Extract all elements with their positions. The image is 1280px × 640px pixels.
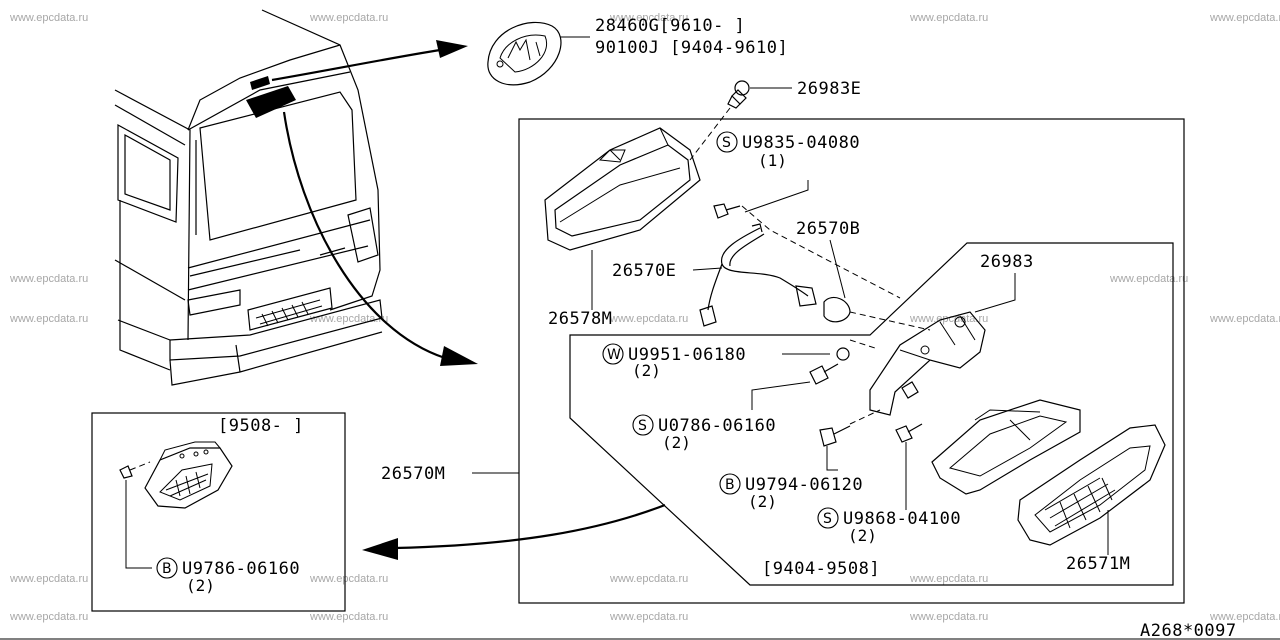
part-label-26571M: 26571M (1066, 554, 1130, 574)
leader (826, 446, 838, 471)
assembly-line (849, 311, 931, 331)
main-assembly-frame (518, 118, 1185, 604)
badge-letter: S (823, 511, 832, 527)
badge-letter: S (638, 418, 647, 434)
range-label-main: [9404-9508] (762, 559, 880, 579)
assembly-line (849, 339, 876, 349)
qty-U9951: (2) (632, 361, 661, 380)
nut-9794 (819, 425, 851, 447)
part-label-U9951: U9951-06180 (628, 345, 746, 365)
part-label-26570E: 26570E (612, 261, 676, 281)
part-label-26983E: 26983E (797, 79, 861, 99)
part-label-26570B: 26570B (796, 219, 860, 239)
part-label-26578M: 26578M (548, 309, 612, 329)
watermark: www.epcdata.ru (1109, 273, 1188, 285)
lamp-housing-26578M (544, 127, 701, 251)
watermark: www.epcdata.ru (9, 12, 88, 24)
harness-26570E (699, 223, 817, 327)
arrow-to-stop-lamp (282, 111, 446, 360)
badge-s-0786 (632, 414, 654, 436)
qty-U9868: (2) (848, 526, 877, 545)
badge-w-9951 (602, 343, 624, 365)
watermark: www.epcdata.ru (1209, 611, 1280, 623)
roof-lamp-marker (250, 76, 270, 90)
arrowhead (436, 40, 468, 58)
part-label-U9786: U9786-06160 (182, 559, 300, 579)
badge-b-9786 (156, 557, 178, 579)
arrow-to-inset (394, 503, 666, 550)
lens-26571M (1017, 424, 1166, 546)
watermark: www.epcdata.ru (609, 313, 688, 325)
screw-0786 (809, 363, 839, 385)
watermark: www.epcdata.ru (909, 573, 988, 585)
part-label-28460G: 28460G[9610- ] (595, 16, 745, 36)
assembly-line (741, 205, 901, 299)
watermark: www.epcdata.ru (9, 573, 88, 585)
arrowhead (440, 346, 478, 366)
qty-U9786: (2) (186, 576, 215, 595)
leader (744, 180, 809, 213)
watermark: www.epcdata.ru (609, 573, 688, 585)
badge-letter: S (722, 135, 731, 151)
gasket-lamp (931, 399, 1081, 495)
bulb-26570B (823, 297, 851, 323)
part-label-U9794: U9794-06120 (745, 475, 863, 495)
part-label-U9835: U9835-04080 (742, 133, 860, 153)
leader (974, 273, 1016, 313)
badge-letter: B (162, 561, 172, 577)
watermark: www.epcdata.ru (9, 313, 88, 325)
assembly-line (849, 409, 881, 425)
leader (692, 267, 723, 271)
arrow-to-roof-lamp (271, 48, 441, 82)
roof-lamp (487, 21, 562, 86)
badge-letter: W (607, 347, 621, 363)
part-label-U0786: U0786-06160 (658, 416, 776, 436)
stop-lamp-marker (246, 86, 296, 118)
socket-26983 (869, 311, 986, 416)
leader (829, 239, 846, 299)
assembly-line (689, 107, 731, 161)
watermark: www.epcdata.ru (9, 611, 88, 623)
watermark: www.epcdata.ru (9, 273, 88, 285)
qty-U9835: (1) (758, 151, 787, 170)
bulb-26983E (727, 80, 750, 109)
badge-b-9794 (719, 473, 741, 495)
watermark: www.epcdata.ru (609, 611, 688, 623)
arrowhead (362, 538, 398, 560)
inset-lamp (119, 441, 233, 509)
part-label-26983: 26983 (980, 252, 1034, 272)
part-label-90100J: 90100J [9404-9610] (595, 38, 788, 58)
qty-U9794: (2) (748, 492, 777, 511)
watermark: www.epcdata.ru (1209, 12, 1280, 24)
watermark: www.epcdata.ru (1209, 313, 1280, 325)
leader (751, 381, 811, 410)
screw-9835 (713, 203, 741, 219)
screw-9868 (895, 423, 923, 443)
inset-frame (91, 412, 346, 612)
watermark: www.epcdata.ru (309, 12, 388, 24)
badge-s-9868 (817, 507, 839, 529)
watermark: www.epcdata.ru (609, 12, 688, 24)
part-label-26570M: 26570M (381, 464, 445, 484)
bracket-subframe (569, 242, 1174, 586)
watermark-layer: www.epcdata.ru www.epcdata.ru www.epcdat… (9, 12, 1280, 623)
qty-U0786: (2) (662, 433, 691, 452)
vehicle-illustration (114, 9, 383, 386)
badge-s-9835 (716, 131, 738, 153)
watermark: www.epcdata.ru (909, 313, 988, 325)
leader (125, 480, 152, 569)
range-label-inset: [9508- ] (218, 416, 304, 436)
watermark: www.epcdata.ru (909, 611, 988, 623)
diagram-code: A268*0097 (1140, 621, 1237, 640)
washer-9951 (836, 347, 850, 361)
part-label-U9868: U9868-04100 (843, 509, 961, 529)
watermark: www.epcdata.ru (909, 12, 988, 24)
badge-letter: B (725, 477, 735, 493)
watermark: www.epcdata.ru (309, 573, 388, 585)
watermark: www.epcdata.ru (309, 611, 388, 623)
